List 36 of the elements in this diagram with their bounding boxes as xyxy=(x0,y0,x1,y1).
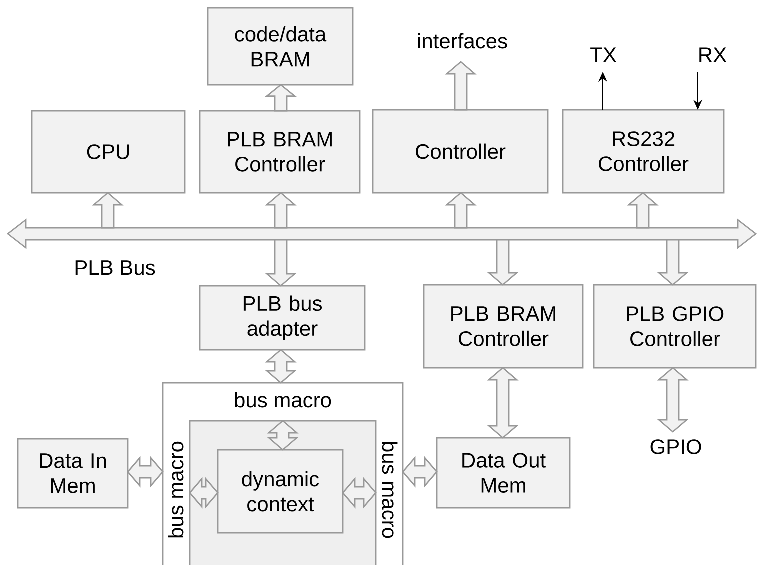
block-box: PLB bus adapter xyxy=(199,285,366,351)
block-box: dynamic context xyxy=(217,449,344,534)
block-box: code/data BRAM xyxy=(207,7,354,86)
block-arrow xyxy=(265,192,297,229)
signal-label: RX xyxy=(700,48,727,62)
block-arrow xyxy=(127,456,164,488)
block-arrow xyxy=(189,477,219,509)
block-box: Data Out Mem xyxy=(436,437,571,509)
block-arrow xyxy=(627,192,659,229)
bus-macro-label: bus macro xyxy=(168,442,184,538)
bus-label: PLB Bus xyxy=(76,260,156,276)
bus-macro-label: bus macro xyxy=(235,392,332,408)
block-box: Data In Mem xyxy=(17,438,129,509)
block-arrow xyxy=(265,84,297,112)
signal-label: TX xyxy=(590,48,616,62)
block-box: CPU xyxy=(31,110,186,194)
block-arrow xyxy=(657,367,689,433)
block-arrow xyxy=(487,239,519,286)
block-arrow xyxy=(402,456,438,488)
block-arrow xyxy=(342,477,377,509)
block-box: Controller xyxy=(372,109,549,194)
block-arrow xyxy=(265,349,297,384)
block-arrow xyxy=(487,367,519,439)
block-arrow xyxy=(657,239,689,286)
signal-label: interfaces xyxy=(418,33,508,49)
block-box: PLB BRAM Controller xyxy=(199,110,361,194)
block-arrow xyxy=(445,61,477,111)
bus-macro-label: bus macro xyxy=(382,442,398,538)
block-arrow xyxy=(265,239,297,287)
block-arrow xyxy=(267,420,299,451)
block-arrow xyxy=(445,192,477,229)
signal-label: GPIO xyxy=(650,440,702,454)
block-box: PLB GPIO Controller xyxy=(593,284,757,369)
block-box: PLB BRAM Controller xyxy=(423,284,584,369)
block-arrow xyxy=(92,192,124,229)
block-box: RS232 Controller xyxy=(562,109,725,194)
